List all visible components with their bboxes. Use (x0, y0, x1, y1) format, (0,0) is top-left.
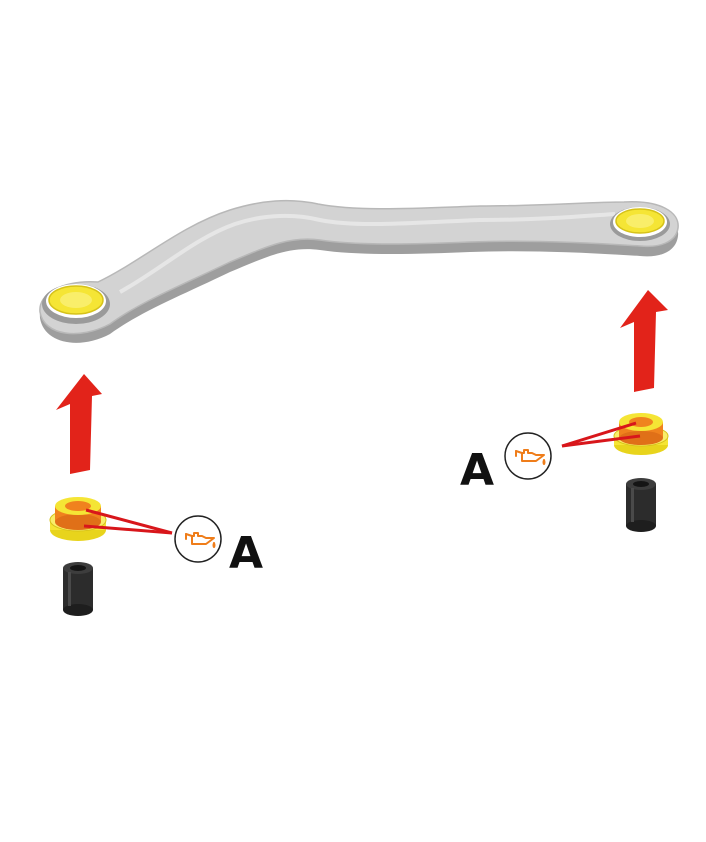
callout-circle (174, 515, 222, 563)
left-leader-lines (83, 508, 173, 535)
control-arm-highlight (119, 212, 616, 294)
right-leader-lines (561, 421, 641, 448)
left-socket-tool (63, 562, 93, 616)
right-oil-callout: A (460, 432, 552, 496)
control-arm (39, 199, 679, 343)
right-up-arrow (620, 290, 668, 392)
right-loose-bushing (613, 413, 669, 455)
control-arm-body (39, 199, 679, 335)
callout-letter-a: A (229, 528, 263, 579)
right-socket-tool (626, 478, 656, 532)
left-installed-bushing (42, 284, 110, 324)
left-loose-bushing (49, 497, 107, 541)
left-oil-callout: A (174, 515, 263, 579)
callout-letter-a: A (460, 445, 494, 496)
right-installed-bushing (610, 207, 670, 241)
oil-can-icon (515, 449, 546, 465)
callout-circle (504, 432, 552, 480)
left-up-arrow (56, 374, 102, 474)
oil-can-icon (185, 532, 216, 548)
